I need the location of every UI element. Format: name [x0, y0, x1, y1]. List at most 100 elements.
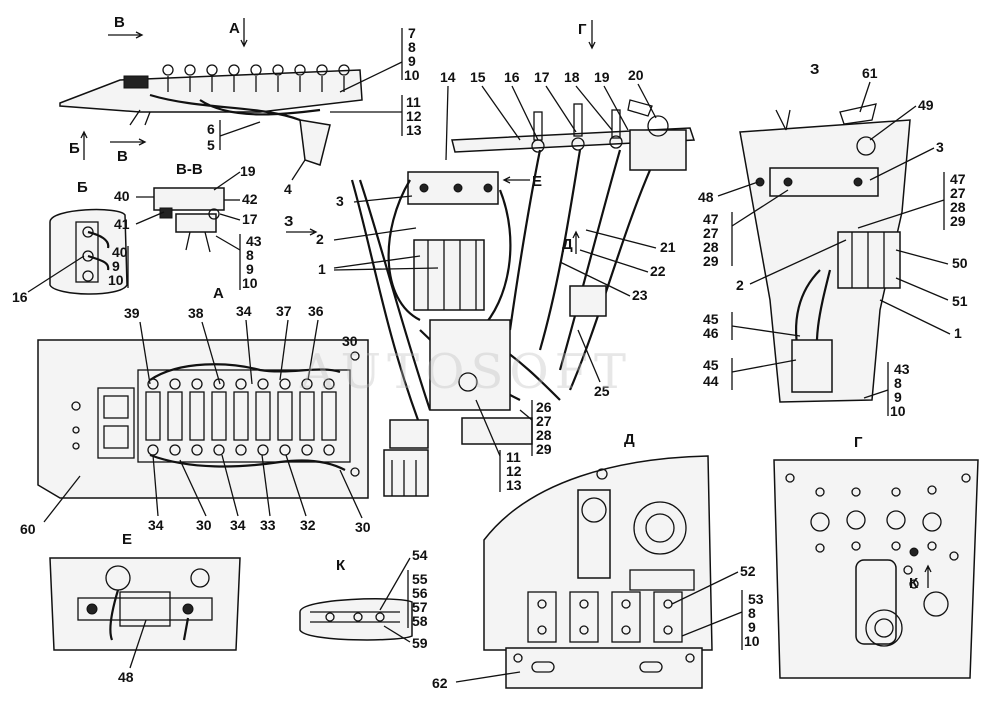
callout-17-vv: 17: [242, 211, 258, 227]
view-z-panel: [739, 103, 911, 403]
callout-42: 42: [242, 191, 258, 207]
callout-15: 15: [470, 69, 486, 85]
callout-58: 58: [412, 613, 428, 629]
callout-11-c: 11: [506, 449, 521, 465]
callout-30-b: 30: [355, 519, 371, 535]
callout-45-a: 45: [703, 311, 719, 327]
view-label-v-bottom: В: [117, 148, 128, 165]
callout-38: 38: [188, 305, 204, 321]
callout-47-zr: 47: [950, 171, 966, 187]
callout-30-a: 30: [196, 517, 212, 533]
callout-59: 59: [412, 635, 428, 651]
callout-9: 9: [408, 53, 416, 69]
callout-10-d: 10: [744, 633, 760, 649]
callout-29-zl: 29: [703, 253, 719, 269]
view-label-g: Г: [854, 434, 863, 451]
view-label-d: Д: [624, 431, 635, 448]
callout-61: 61: [862, 65, 878, 81]
view-e-panel: [49, 557, 241, 651]
callout-10-b: 10: [108, 272, 124, 288]
callout-40-vv: 40: [114, 188, 130, 204]
callout-57: 57: [412, 599, 428, 615]
view-label-z: З: [810, 61, 819, 78]
callout-29-zr: 29: [950, 213, 966, 229]
callout-17: 17: [534, 69, 550, 85]
callout-9-b: 9: [112, 258, 120, 274]
callout-28-zl: 28: [703, 239, 719, 255]
callout-3-z: 3: [936, 139, 944, 155]
view-k-detail: [299, 598, 413, 641]
callout-8-vv: 8: [246, 247, 254, 263]
callout-29: 29: [536, 441, 552, 457]
view-d-panel: [483, 455, 713, 689]
view-label-vv: В-В: [176, 161, 203, 178]
callout-1-c: 1: [318, 261, 326, 277]
callout-27-zr: 27: [950, 185, 966, 201]
callout-43-vv: 43: [246, 233, 262, 249]
callout-16: 16: [12, 289, 28, 305]
callout-60: 60: [20, 521, 36, 537]
callout-2-z: 2: [736, 277, 744, 293]
callout-28: 28: [536, 427, 552, 443]
callout-13: 13: [406, 122, 422, 138]
callout-34-top: 34: [236, 303, 252, 319]
view-label-a-top: А: [229, 20, 240, 37]
callout-47-zl: 47: [703, 211, 719, 227]
callout-14: 14: [440, 69, 456, 85]
callout-25: 25: [594, 383, 610, 399]
callout-21: 21: [660, 239, 676, 255]
callout-18: 18: [564, 69, 580, 85]
callout-45-b: 45: [703, 357, 719, 373]
callout-8: 8: [408, 39, 416, 55]
view-label-z-arrow: З: [284, 213, 293, 230]
view-g-panel: [773, 459, 979, 679]
callout-10-z: 10: [890, 403, 906, 419]
view-label-k: К: [336, 557, 346, 574]
callout-49: 49: [918, 97, 934, 113]
section-vv: [153, 187, 225, 253]
callout-40-b: 40: [112, 244, 128, 260]
callout-9-d: 9: [748, 619, 756, 635]
callout-4: 4: [284, 181, 292, 197]
terminal-strip-top: [59, 64, 363, 166]
callout-19-vv: 19: [240, 163, 256, 179]
watermark: AUTOSOFT: [299, 344, 632, 400]
view-label-d-arrow: Д: [562, 236, 573, 253]
callout-41: 41: [114, 216, 130, 232]
callout-34-b: 34: [230, 517, 246, 533]
callout-16-c: 16: [504, 69, 520, 85]
callout-44: 44: [703, 373, 719, 389]
callout-51: 51: [952, 293, 968, 309]
callout-53: 53: [748, 591, 764, 607]
fuse-panel: [37, 339, 369, 499]
callout-7: 7: [408, 25, 416, 41]
callout-11: 11: [406, 94, 421, 110]
callout-62: 62: [432, 675, 448, 691]
callout-26: 26: [536, 399, 552, 415]
callout-8-z: 8: [894, 375, 902, 391]
view-label-g-top: Г: [578, 21, 587, 38]
callout-46: 46: [703, 325, 719, 341]
callout-1-z: 1: [954, 325, 962, 341]
callout-48-e: 48: [118, 669, 134, 685]
callout-27: 27: [536, 413, 552, 429]
callout-37: 37: [276, 303, 292, 319]
view-label-v-top: В: [114, 14, 125, 31]
view-label-e-arrow: Е: [532, 173, 542, 190]
callout-3-c: 3: [336, 193, 344, 209]
callout-10-vv: 10: [242, 275, 258, 291]
callout-43-z: 43: [894, 361, 910, 377]
callout-56: 56: [412, 585, 428, 601]
callout-52: 52: [740, 563, 756, 579]
callout-22: 22: [650, 263, 666, 279]
callout-2-c: 2: [316, 231, 324, 247]
callout-33: 33: [260, 517, 276, 533]
callout-23: 23: [632, 287, 648, 303]
callout-19: 19: [594, 69, 610, 85]
callout-9-z: 9: [894, 389, 902, 405]
view-label-b-arrow: Б: [69, 140, 80, 157]
callout-36: 36: [308, 303, 324, 319]
inset-b: [49, 208, 128, 295]
